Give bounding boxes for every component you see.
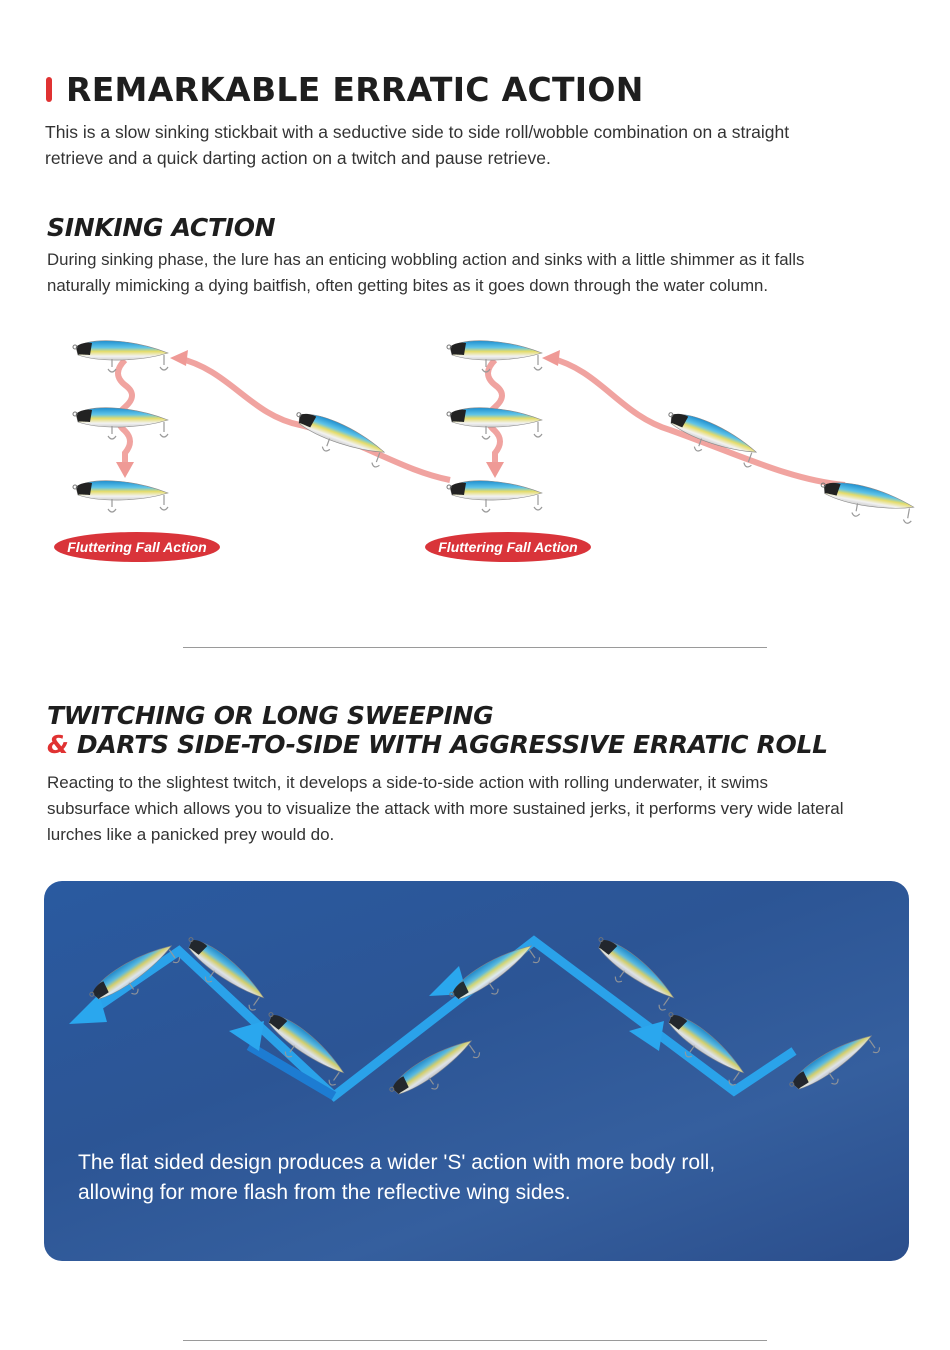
section-intro-text: This is a slow sinking stickbait with a … [45,119,789,171]
caption-line: The flat sided design produces a wider '… [78,1151,716,1174]
fluttering-fall-badge: Fluttering Fall Action [54,532,220,562]
sinking-line: naturally mimicking a dying baitfish, of… [47,276,769,295]
bottom-divider [183,1340,767,1341]
fluttering-fall-badge: Fluttering Fall Action [425,532,591,562]
twitching-text: Reacting to the slightest twitch, it dev… [47,770,844,848]
title-line: TWITCHING OR LONG SWEEPING [47,701,494,730]
title-line: & DARTS SIDE-TO-SIDE WITH AGGRESSIVE ERR… [47,730,828,759]
panel-caption: The flat sided design produces a wider '… [78,1148,715,1208]
sinking-action-text: During sinking phase, the lure has an en… [47,247,804,299]
sinking-action-diagram [72,340,917,527]
heading-accent-bar [46,77,52,102]
section-divider [183,647,767,648]
title-line-text: DARTS SIDE-TO-SIDE WITH AGGRESSIVE ERRAT… [68,730,828,759]
twitching-line: subsurface which allows you to visualize… [47,799,844,818]
intro-line: This is a slow sinking stickbait with a … [45,122,790,142]
underwater-action-panel: The flat sided design produces a wider '… [44,881,909,1261]
darting-action-diagram [69,932,883,1112]
ampersand: & [47,730,69,759]
zigzag-path-arrow [81,935,797,1102]
sinking-line: During sinking phase, the lure has an en… [47,250,805,269]
sinking-path-arrow [115,355,846,488]
section-title-twitching: TWITCHING OR LONG SWEEPING & DARTS SIDE-… [47,701,828,759]
arrowheads [116,350,560,478]
section-title-erratic-action: REMARKABLE ERRATIC ACTION [66,70,644,109]
lure-images [85,932,883,1112]
intro-line: retrieve and a quick darting action on a… [45,148,551,168]
caption-line: allowing for more flash from the reflect… [78,1181,571,1204]
twitching-line: Reacting to the slightest twitch, it dev… [47,773,768,792]
twitching-line: lurches like a panicked prey would do. [47,825,335,844]
section-title-sinking-action: SINKING ACTION [47,213,276,242]
arrowheads [69,966,664,1051]
